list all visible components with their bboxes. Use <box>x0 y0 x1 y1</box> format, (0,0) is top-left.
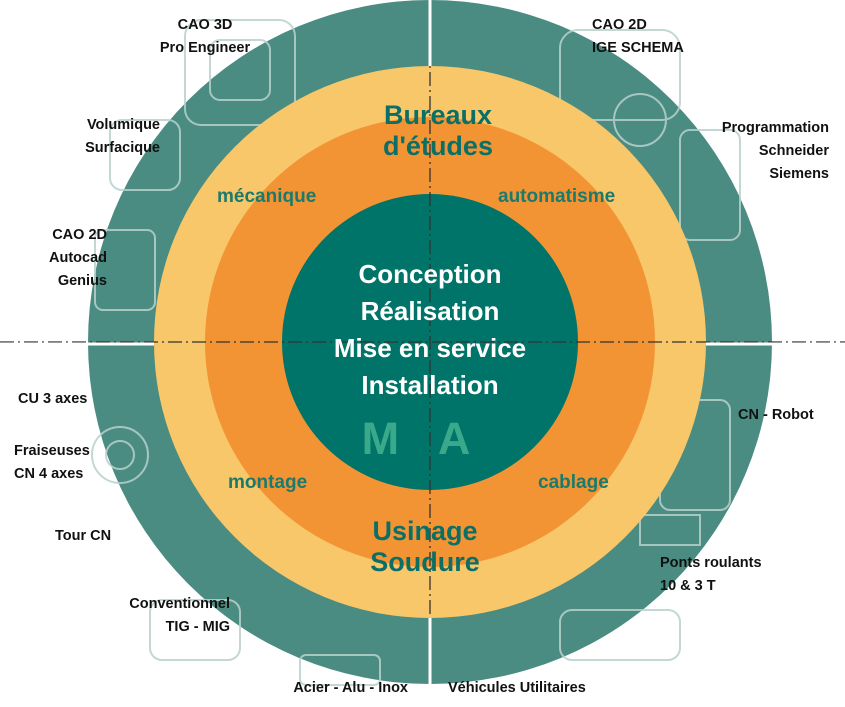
bottom-ring-title: Usinage Soudure <box>370 516 480 578</box>
top-title-line-2: d'études <box>383 131 493 161</box>
bottom-title-line-2: Soudure <box>370 547 480 577</box>
bottom-title-line-1: Usinage <box>372 516 478 546</box>
label-mecanique: mécanique <box>217 186 317 207</box>
label-tour-cn: Tour CN <box>55 528 112 544</box>
top-ring-title: Bureaux d'études <box>383 100 493 162</box>
top-title-line-1: Bureaux <box>383 100 493 130</box>
center-line-realisation: Réalisation <box>360 296 500 326</box>
label-cao2d-ige: CAO 2D IGE SCHEMA <box>592 17 684 56</box>
label-vehicules: Véhicules Utilitaires <box>448 680 586 696</box>
label-programmation: Programmation Schneider Siemens <box>721 120 829 182</box>
label-cn-robot: CN - Robot <box>738 407 814 423</box>
label-acier: Acier - Alu - Inox <box>293 680 408 696</box>
label-cablage: cablage <box>538 472 609 493</box>
label-cao3d: CAO 3D Pro Engineer <box>159 17 251 56</box>
center-line-mise-en-service: Mise en service <box>333 333 527 363</box>
label-conventionnel: Conventionnel TIG - MIG <box>129 596 230 635</box>
label-automatisme: automatisme <box>498 186 616 207</box>
label-ponts-roulants: Ponts roulants 10 & 3 T <box>660 555 762 594</box>
label-cao2d-autocad: CAO 2D Autocad Genius <box>49 227 107 289</box>
label-volumique: Volumique Surfacique <box>85 117 160 156</box>
center-line-installation: Installation <box>361 370 499 400</box>
label-fraiseuses: Fraiseuses CN 4 axes <box>14 443 90 482</box>
label-montage: montage <box>228 472 308 493</box>
center-text: Conception Réalisation Mise en service I… <box>334 256 526 404</box>
ma-logo-text: M A <box>361 413 485 464</box>
label-cu3: CU 3 axes <box>18 391 88 407</box>
center-line-conception: Conception <box>358 259 502 289</box>
